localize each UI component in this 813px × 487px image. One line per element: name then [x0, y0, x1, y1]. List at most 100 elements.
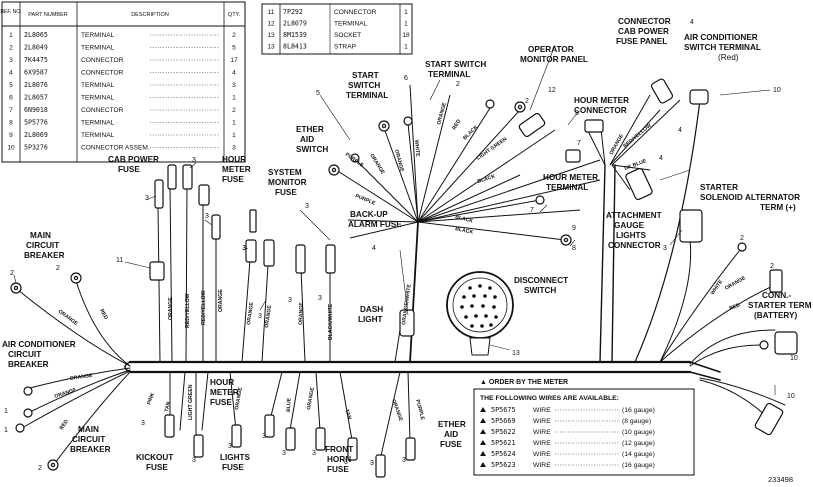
- svg-text:10: 10: [787, 393, 795, 400]
- row-ref: 2: [9, 45, 13, 52]
- wire-description: WIRE: [533, 429, 551, 436]
- svg-text:BLACK: BLACK: [454, 214, 473, 225]
- row-ref: 10: [7, 145, 15, 152]
- row-ref: 7: [9, 107, 13, 114]
- svg-text:ORANGE: ORANGE: [218, 289, 224, 312]
- svg-text:ORANGE: ORANGE: [57, 309, 79, 328]
- svg-text:13: 13: [512, 350, 520, 357]
- svg-text:ORANGE: ORANGE: [436, 101, 448, 125]
- svg-text:ORANGE: ORANGE: [306, 386, 316, 410]
- wire-part-number: 5P5669: [491, 417, 516, 425]
- row-description: TERMINAL: [81, 82, 115, 89]
- row-ref: 13: [267, 32, 275, 39]
- svg-text:BLACK: BLACK: [455, 226, 474, 236]
- row-qty: 4: [232, 70, 236, 77]
- row-part-number: 7K4475: [24, 56, 48, 64]
- svg-text:TAN: TAN: [164, 401, 172, 412]
- svg-text:RED: RED: [98, 308, 109, 321]
- svg-text:2: 2: [770, 263, 774, 270]
- row-qty: 5: [232, 45, 236, 52]
- row-part-number: 6X9587: [24, 69, 48, 77]
- row-ref: 8: [9, 120, 13, 127]
- row-qty: 18: [402, 32, 410, 39]
- row-qty: 3: [232, 82, 236, 89]
- row-description: TERMINAL: [81, 95, 115, 102]
- svg-text:BLUE: BLUE: [286, 397, 293, 412]
- svg-text:1: 1: [4, 427, 8, 434]
- row-qty: 1: [232, 120, 236, 127]
- wire-gauge: (14 gauge): [622, 451, 655, 458]
- header-description: DESCRIPTION: [131, 12, 169, 18]
- row-description: TERMINAL: [81, 120, 115, 127]
- row-ref: 5: [9, 82, 13, 89]
- svg-text:BLACK/WHITE: BLACK/WHITE: [328, 303, 334, 340]
- svg-text:3: 3: [205, 213, 209, 220]
- svg-text:10: 10: [773, 87, 781, 94]
- svg-text:3: 3: [288, 297, 292, 304]
- svg-text:ORANGE/WHITE: ORANGE/WHITE: [401, 283, 413, 325]
- row-part-number: 2L8065: [24, 31, 48, 39]
- row-description: SOCKET: [334, 32, 361, 39]
- row-part-number: 2L8079: [283, 20, 307, 28]
- order-by-meter: ▲ ORDER BY THE METER: [480, 379, 568, 386]
- wire-gauge: (10 gauge): [622, 429, 655, 436]
- wire-part-number: 5P5624: [491, 450, 516, 458]
- row-part-number: 2L8049: [24, 44, 48, 52]
- svg-text:3: 3: [145, 195, 149, 202]
- order-marker-icon: [480, 407, 486, 412]
- figure-number: 233498: [768, 475, 793, 484]
- row-ref: 1: [9, 32, 13, 39]
- svg-text:ORANGE: ORANGE: [234, 386, 244, 410]
- header-ref-no: REF. NO.: [0, 9, 21, 15]
- row-part-number: 2L8057: [24, 94, 48, 102]
- row-ref: 9: [9, 132, 13, 139]
- row-description: CONNECTOR: [334, 9, 377, 16]
- harness-trunk: [17, 99, 786, 464]
- row-description: CONNECTOR ASSEM.: [81, 145, 150, 152]
- parts-table-row: 2 2L8049 TERMINAL 5: [9, 44, 236, 52]
- svg-text:2: 2: [456, 81, 460, 88]
- row-description: STRAP: [334, 44, 357, 51]
- row-description: TERMINAL: [81, 45, 115, 52]
- row-ref: 4: [9, 70, 13, 77]
- row-part-number: 2L8069: [24, 131, 48, 139]
- wire-notes: ▲ ORDER BY THE METER THE FOLLOWING WIRES…: [473, 379, 695, 476]
- svg-text:RED/YELLOW: RED/YELLOW: [185, 293, 191, 328]
- row-description: TERMINAL: [81, 32, 115, 39]
- svg-text:3: 3: [262, 433, 266, 440]
- svg-text:ORANGE: ORANGE: [168, 297, 174, 320]
- svg-text:3: 3: [282, 450, 286, 457]
- row-qty: 2: [232, 32, 236, 39]
- ring-terminals: [10, 99, 769, 471]
- row-qty: 1: [232, 95, 236, 102]
- svg-text:10: 10: [790, 355, 798, 362]
- label-conn-starter-term: CONN.-STARTER TERM(BATTERY): [748, 291, 812, 320]
